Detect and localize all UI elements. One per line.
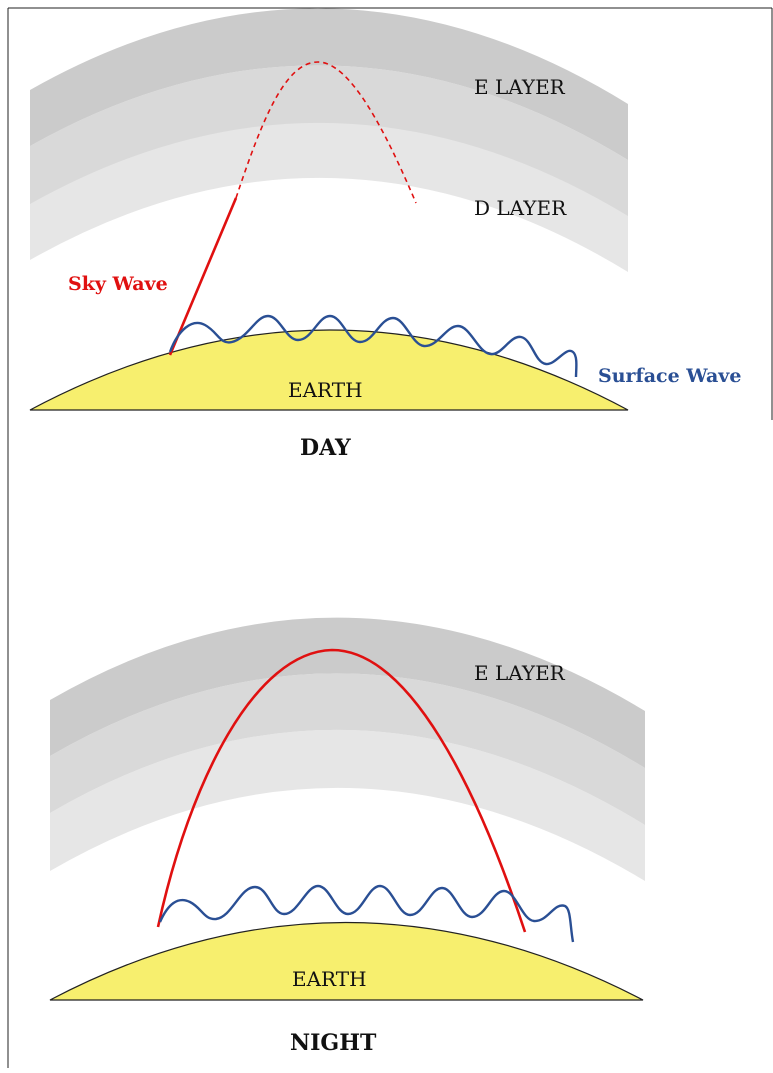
night-earth-label: EARTH — [292, 967, 367, 991]
day-earth — [29, 329, 629, 411]
night-sky-wave — [156, 648, 527, 933]
day-d-layer-label: D LAYER — [474, 196, 567, 220]
day-earth-label: EARTH — [288, 378, 363, 402]
night-panel: E LAYER EARTH NIGHT — [49, 617, 645, 1056]
night-e-layer-label: E LAYER — [474, 661, 566, 685]
night-e-layer-band — [50, 617, 645, 768]
day-sky-wave-dashed — [235, 61, 417, 204]
night-caption: NIGHT — [290, 1030, 377, 1056]
day-sky-wave-solid — [168, 197, 238, 356]
night-mid-layer-band — [50, 673, 645, 825]
day-e-layer-label: E LAYER — [474, 75, 566, 99]
day-surface-wave — [168, 314, 578, 378]
night-surface-wave — [158, 884, 575, 943]
sky-wave-label: Sky Wave — [68, 273, 168, 295]
day-mid-layer-band — [30, 65, 628, 216]
night-earth — [49, 921, 644, 1001]
day-panel: E LAYER D LAYER Sky Wave Surface Wave EA… — [29, 8, 741, 461]
day-e-layer-band — [30, 8, 628, 161]
day-caption: DAY — [300, 435, 351, 461]
surface-wave-label: Surface Wave — [598, 365, 741, 387]
night-d-layer-band — [50, 729, 645, 881]
